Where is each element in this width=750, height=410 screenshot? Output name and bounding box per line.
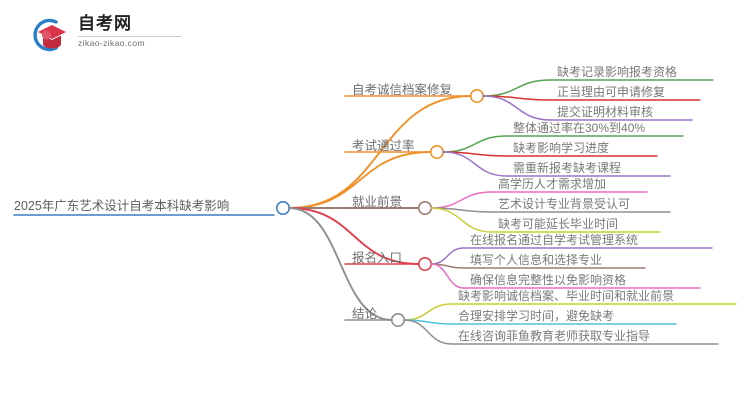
graduation-cap-icon [26, 15, 70, 55]
mindmap-branch-node-4[interactable] [390, 312, 405, 327]
edge-branch-3-to-child-0 [430, 247, 465, 265]
mindmap-root-label[interactable]: 2025年广东艺术设计自考本科缺考影响 [14, 199, 230, 213]
mindmap-leaf-label-4-0[interactable]: 缺考影响诚信档案、毕业时间和就业前景 [458, 289, 675, 303]
edge-branch-3-to-child-2 [430, 263, 465, 289]
edge-root-to-branch-3 [288, 207, 420, 265]
mindmap-leaf-label-2-1[interactable]: 艺术设计专业背景受认可 [498, 197, 631, 211]
mindmap-leaf-label-4-1[interactable]: 合理安排学习时间，避免缺考 [458, 309, 615, 323]
mindmap-leaf-label-0-1[interactable]: 正当理由可申请修复 [557, 85, 666, 99]
mindmap-leaf-label-3-1[interactable]: 填写个人信息和选择专业 [470, 253, 603, 267]
edge-branch-2-to-child-2 [430, 207, 493, 233]
mindmap-branch-node-1[interactable] [429, 145, 444, 160]
edge-branch-4-to-child-2 [403, 319, 453, 345]
mindmap-branch-node-0[interactable] [469, 89, 484, 104]
edge-root-to-branch-4 [288, 207, 393, 321]
edge-root-to-branch-1 [288, 151, 432, 209]
mindmap-leaf-label-1-1[interactable]: 缺考影响学习进度 [513, 141, 610, 155]
mindmap-leaf-label-4-2[interactable]: 在线咨询菲鱼教育老师获取专业指导 [458, 329, 651, 343]
mindmap-branch-label-2[interactable]: 就业前景 [352, 195, 403, 209]
edge-branch-0-to-child-2 [482, 95, 552, 121]
edge-branch-0-to-child-0 [482, 79, 552, 97]
mindmap-branch-label-4[interactable]: 结论 [352, 307, 378, 321]
edge-branch-1-to-child-0 [442, 135, 508, 153]
mindmap-root-node[interactable] [275, 201, 290, 216]
edge-branch-1-to-child-2 [442, 151, 508, 177]
mindmap-branch-label-3[interactable]: 报名入口 [352, 251, 403, 265]
edge-branch-4-to-child-0 [403, 303, 453, 321]
logo-text: 自考网 zikao-zikao.com [78, 14, 183, 48]
mindmap-leaf-label-2-2[interactable]: 缺考可能延长毕业时间 [498, 217, 619, 231]
mindmap-leaf-label-1-2[interactable]: 需重新报考缺考课程 [513, 161, 622, 175]
mindmap-branch-label-0[interactable]: 自考诚信档案修复 [352, 83, 453, 97]
mindmap-leaf-label-0-0[interactable]: 缺考记录影响报考资格 [557, 65, 678, 79]
logo-divider [78, 36, 181, 37]
logo-subtitle: zikao-zikao.com [78, 38, 145, 48]
mindmap-leaf-label-1-0[interactable]: 整体通过率在30%到40% [513, 121, 646, 135]
mindmap-leaf-label-0-2[interactable]: 提交证明材料审核 [557, 105, 654, 119]
mindmap-branch-node-3[interactable] [417, 256, 432, 271]
site-logo: 自考网 zikao-zikao.com [26, 12, 186, 58]
mindmap-branch-label-1[interactable]: 考试通过率 [352, 139, 415, 153]
mindmap-leaf-label-3-0[interactable]: 在线报名通过自学考试管理系统 [470, 233, 639, 247]
mindmap-leaf-label-2-0[interactable]: 高学历人才需求增加 [498, 177, 607, 191]
mindmap-branch-node-2[interactable] [417, 201, 432, 216]
edge-branch-2-to-child-0 [430, 191, 493, 209]
mindmap-leaf-label-3-2[interactable]: 确保信息完整性以免影响资格 [470, 273, 627, 287]
logo-title: 自考网 [78, 14, 132, 33]
